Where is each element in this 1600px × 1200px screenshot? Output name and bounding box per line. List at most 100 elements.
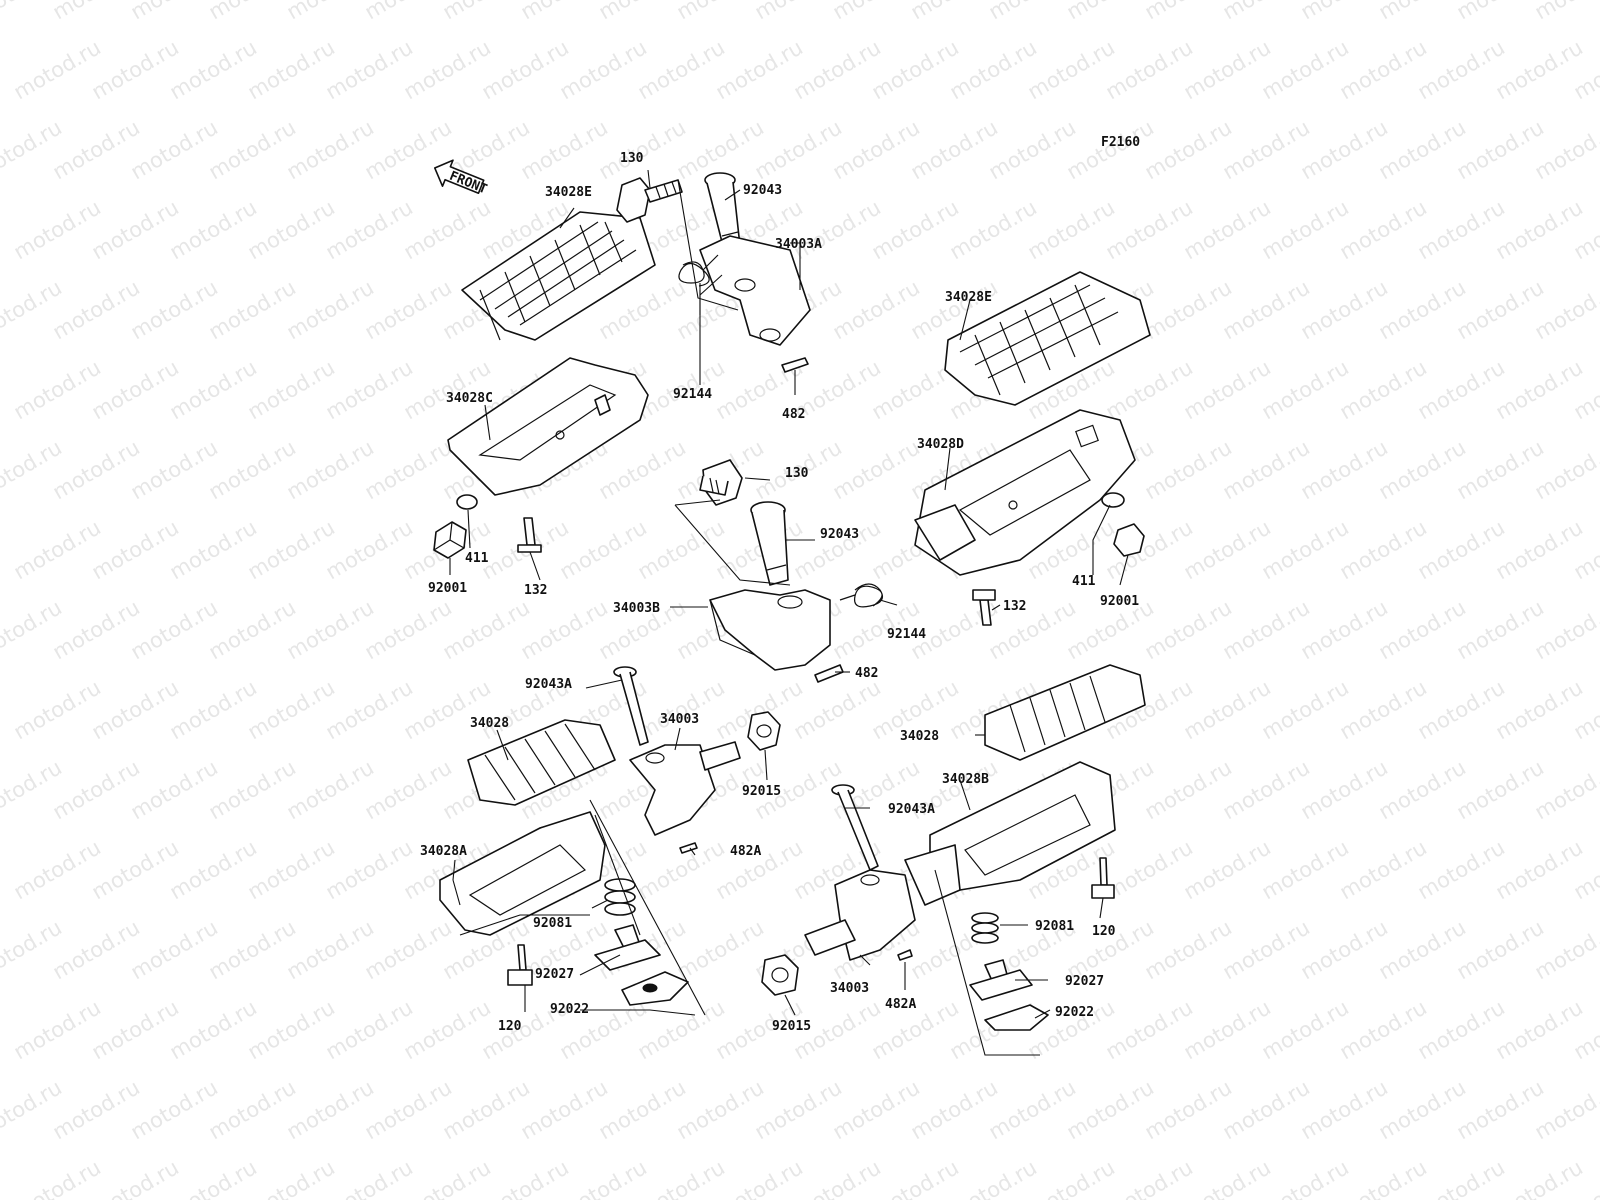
watermark-text: motod.ru [88,675,183,744]
watermark-text: motod.ru [556,515,651,584]
watermark-text: motod.ru [1414,35,1509,104]
watermark-text: motod.ru [1453,755,1548,824]
watermark-text: motod.ru [1297,275,1392,344]
watermark-text: motod.ru [1336,195,1431,264]
label-92043-top: 92043 [743,183,782,198]
label-92022-right: 92022 [1055,1005,1094,1020]
watermark-text: motod.ru [361,275,456,344]
label-130-top: 130 [620,151,644,166]
watermark-text: motod.ru [1297,595,1392,664]
pin-92043-top [704,172,741,251]
label-482A-right: 482A [885,997,916,1012]
watermark-text: motod.ru [1180,195,1275,264]
label-34028E-left: 34028E [545,185,592,200]
watermark-text: motod.ru [205,435,300,504]
watermark-text: motod.ru [1414,675,1509,744]
watermark-text: motod.ru [751,115,846,184]
label-92043A-right: 92043A [888,802,935,817]
watermark-text: motod.ru [244,515,339,584]
watermark-text: motod.ru [1336,35,1431,104]
watermark-text: motod.ru [244,35,339,104]
spring-92081-right [971,912,999,944]
watermark-text: motod.ru [10,515,105,584]
watermark-text: motod.ru [49,435,144,504]
watermark-text: motod.ru [10,195,105,264]
watermark-text: motod.ru [1219,1075,1314,1144]
watermark-text: motod.ru [127,115,222,184]
watermark-text: motod.ru [790,35,885,104]
watermark-text: motod.ru [517,115,612,184]
watermark-text: motod.ru [1258,355,1353,424]
watermark-text: motod.ru [283,915,378,984]
watermark-text: motod.ru [166,355,261,424]
footpeg-bracket-34028B [904,761,1116,906]
watermark-text: motod.ru [1375,435,1470,504]
watermark-text: motod.ru [1297,435,1392,504]
label-34003-left: 34003 [660,712,699,727]
watermark-text: motod.ru [790,515,885,584]
watermark-text: motod.ru [1453,1075,1548,1144]
watermark-text: motod.ru [1492,835,1587,904]
label-411-left: 411 [465,551,489,566]
watermark-text: motod.ru [1024,35,1119,104]
footpeg-bracket-34028C [447,357,649,496]
label-482-upper: 482 [782,407,805,422]
footpeg-rubber-34028-right [984,664,1146,761]
watermark-text: motod.ru [634,675,729,744]
watermark-text: motod.ru [1063,1075,1158,1144]
label-34028E-right: 34028E [945,290,992,305]
watermark-text: motod.ru [1258,195,1353,264]
watermark-text: motod.ru [166,515,261,584]
watermark-text: motod.ru [127,755,222,824]
label-34028-right: 34028 [900,729,939,744]
label-92015-right: 92015 [772,1019,811,1034]
nut-92015-left [747,711,781,751]
label-92144-middle: 92144 [887,627,926,642]
watermark-text: motod.ru [10,355,105,424]
diagram-code: F2160 [1101,135,1140,150]
detent-92027-left [594,924,661,971]
watermark-text: motod.ru [88,515,183,584]
watermark-text: motod.ru [127,915,222,984]
watermark-text: motod.ru [712,35,807,104]
watermark-text: motod.ru [1219,755,1314,824]
label-130-middle: 130 [785,466,809,481]
watermark-text: motod.ru [1141,275,1236,344]
watermark-text: motod.ru [1297,915,1392,984]
watermark-text: motod.ru [1102,995,1197,1064]
watermark-text: motod.ru [556,35,651,104]
watermark-text: motod.ru [166,995,261,1064]
watermark-text: motod.ru [205,275,300,344]
watermark-text: motod.ru [361,595,456,664]
watermark-text: motod.ru [1141,115,1236,184]
watermark-text: motod.ru [244,355,339,424]
label-482A-left: 482A [730,844,761,859]
watermark-text: motod.ru [1336,515,1431,584]
watermark-text: motod.ru [322,35,417,104]
watermark-text: motod.ru [361,435,456,504]
watermark-text: motod.ru [985,1075,1080,1144]
watermark-text: motod.ru [634,835,729,904]
label-92043-middle: 92043 [820,527,859,542]
watermark-text: motod.ru [946,35,1041,104]
spring-92081-left [604,878,636,916]
watermark-text: motod.ru [400,675,495,744]
watermark-text: motod.ru [244,835,339,904]
label-34028-left: 34028 [470,716,509,731]
label-34003B: 34003B [613,601,660,616]
watermark-text: motod.ru [1180,35,1275,104]
bolt-132-left [517,517,542,553]
watermark-text: motod.ru [322,515,417,584]
watermark-text: motod.ru [166,675,261,744]
watermark-text: motod.ru [1453,275,1548,344]
watermark-text: motod.ru [205,755,300,824]
label-34003A: 34003A [775,237,822,252]
watermark-text: motod.ru [283,275,378,344]
washer-411-left [456,494,478,510]
watermark-text: motod.ru [1024,195,1119,264]
pin-92043A-left [613,666,649,746]
clip-482-upper [781,357,809,373]
watermark-text: motod.ru [88,835,183,904]
watermark-text: motod.ru [868,195,963,264]
